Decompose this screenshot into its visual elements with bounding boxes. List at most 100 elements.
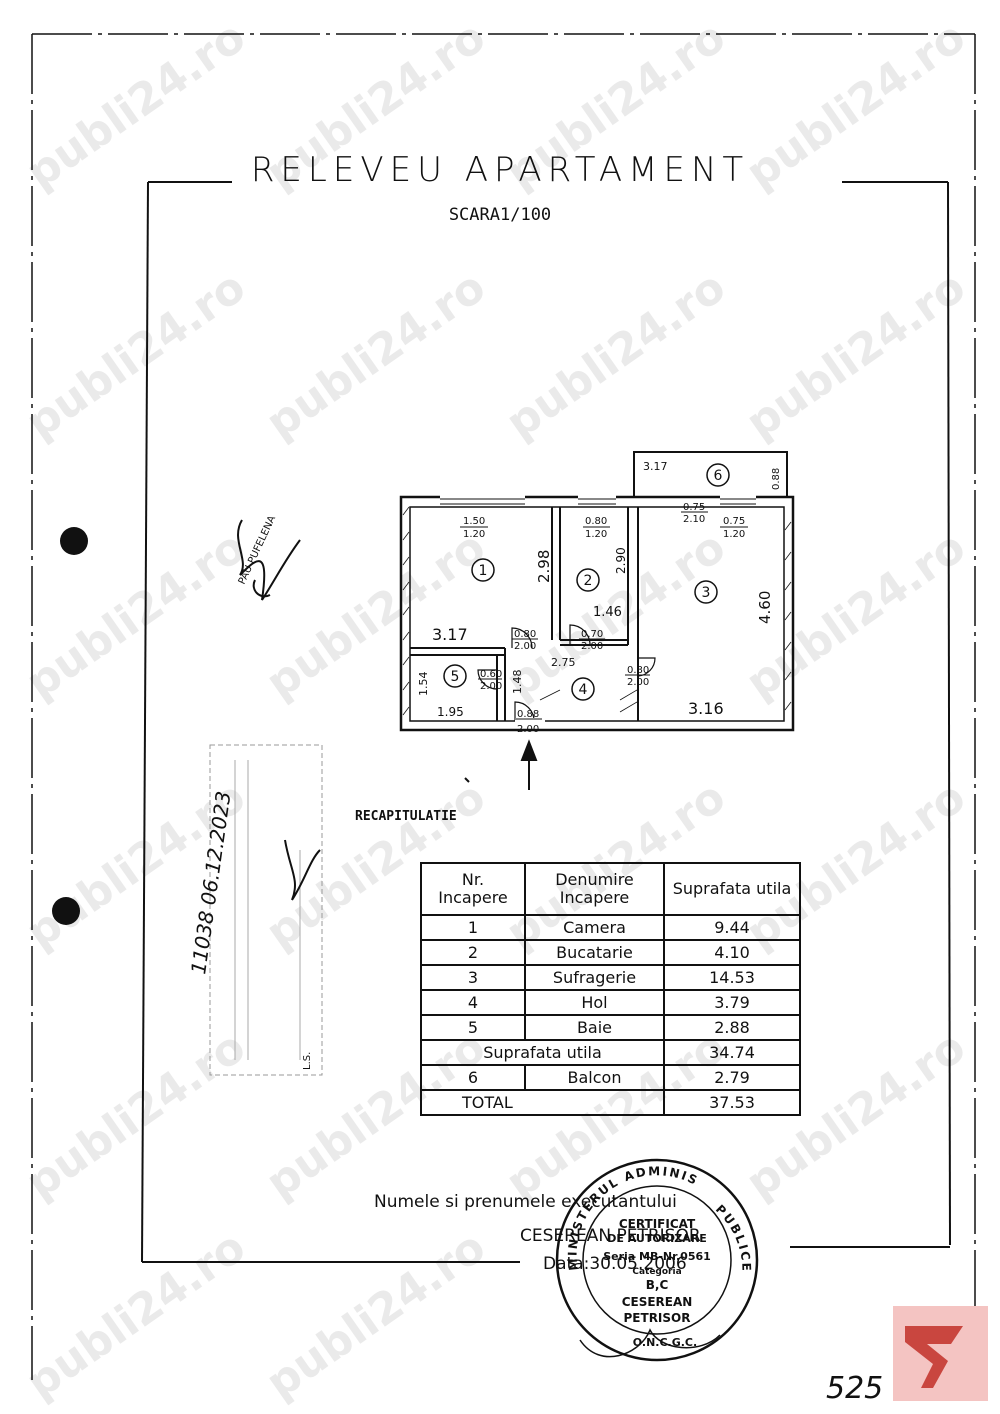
subtotal-value: 34.74 [663, 1039, 801, 1066]
dim-label: 2.00 [627, 677, 649, 688]
dim-label: 0.70 [581, 629, 603, 640]
table-row: 2 Bucatarie 4.10 [420, 939, 801, 966]
dim-label: 1.20 [463, 529, 485, 540]
cell-nr: 2 [420, 939, 526, 966]
cell-name: Sufragerie [524, 964, 665, 991]
dim-label: 2.00 [480, 681, 502, 692]
dim-label: 0.75 [683, 502, 705, 513]
executor-date: Data:30.05.2006 [543, 1254, 687, 1274]
floor-plan [399, 451, 795, 790]
publi24-logo [893, 1306, 988, 1401]
dim-label: 1.46 [593, 605, 622, 620]
dim-label: 3.17 [643, 460, 668, 473]
svg-text:PUBLICE: PUBLICE [713, 1202, 754, 1273]
outer-border [31, 33, 976, 1380]
dim-label: 1.50 [463, 516, 485, 527]
seal-ring-right: PUBLICE [713, 1202, 752, 1273]
cell-name: Bucatarie [524, 939, 665, 966]
dim-label: 0.88 [517, 709, 539, 720]
col-header-name: Denumire Incapere [524, 862, 665, 916]
table-header-row: Nr. Incapere Denumire Incapere Suprafata… [420, 862, 801, 916]
dim-label: 1.20 [723, 529, 745, 540]
dim-label: 1.54 [417, 672, 430, 697]
cell-area: 2.88 [663, 1014, 801, 1041]
cell-nr: 1 [420, 914, 526, 941]
dim-label: 0.80 [627, 665, 649, 676]
dim-label: 0.75 [723, 516, 745, 527]
seal-line: CESEREAN [622, 1295, 693, 1309]
page-title: RELEVEU APARTAMENT [250, 150, 750, 190]
cell-area: 4.10 [663, 939, 801, 966]
room-number: 3 [702, 585, 711, 601]
dim-label: 3.16 [688, 699, 724, 718]
cell-name: Baie [524, 1014, 665, 1041]
cell-area: 14.53 [663, 964, 801, 991]
seal-line: Seria MB-Nr.0561 [603, 1250, 711, 1263]
dim-label: 3.17 [432, 625, 468, 644]
total-label: TOTAL [420, 1089, 665, 1116]
dim-label: 2.98 [535, 550, 553, 583]
table-row: 5 Baie 2.88 [420, 1014, 801, 1041]
watermark: publi24.ro [17, 1021, 255, 1209]
dim-label: 0.60 [480, 669, 502, 680]
cell-area: 2.79 [663, 1064, 801, 1091]
room-numbers: 1 2 3 4 5 6 [451, 468, 723, 698]
table-row: 1 Camera 9.44 [420, 914, 801, 941]
subtotal-row: Suprafata utila 34.74 [420, 1039, 801, 1066]
cell-area: 3.79 [663, 989, 801, 1016]
seal-line: PETRISOR [624, 1311, 691, 1325]
watermark: publi24.ro [257, 1221, 495, 1409]
scale-label: SCARA1/100 [448, 205, 552, 225]
page-corner-number: 525 [826, 1371, 883, 1406]
recap-title: RECAPITULATIE [355, 809, 457, 824]
side-stamp-ls: L.S. [302, 1052, 313, 1070]
dim-label: 2.75 [551, 656, 576, 669]
col-header-area: Suprafata utila [663, 862, 801, 916]
cell-nr: 6 [420, 1064, 526, 1091]
watermark: publi24.ro [497, 261, 735, 449]
cell-nr: 4 [420, 989, 526, 1016]
dim-label: 2.10 [683, 514, 705, 525]
cell-nr: 3 [420, 964, 526, 991]
dim-label: 2.00 [581, 641, 603, 652]
seal-line: DE AUTORIZARE [607, 1232, 706, 1245]
watermark: publi24.ro [17, 261, 255, 449]
cell-name: Hol [524, 989, 665, 1016]
watermark: publi24.ro [257, 261, 495, 449]
seal-line: CERTIFICAT [619, 1217, 696, 1231]
room-number: 6 [714, 468, 723, 484]
total-row: TOTAL 37.53 [420, 1089, 801, 1116]
dim-label: 0.80 [585, 516, 607, 527]
room-number: 4 [579, 682, 588, 698]
table-row: 6 Balcon 2.79 [420, 1064, 801, 1091]
room-number: 5 [451, 669, 460, 685]
signature [237, 519, 301, 601]
table-row: 4 Hol 3.79 [420, 989, 801, 1016]
area-summary-table: Nr. Incapere Denumire Incapere Suprafata… [420, 862, 801, 1116]
dim-label: 1.48 [511, 670, 524, 695]
cell-area: 9.44 [663, 914, 801, 941]
cell-name: Camera [524, 914, 665, 941]
col-header-nr: Nr. Incapere [420, 862, 526, 916]
total-value: 37.53 [663, 1089, 801, 1116]
watermark: publi24.ro [17, 521, 255, 709]
cell-nr: 5 [420, 1014, 526, 1041]
binder-hole [60, 527, 88, 555]
executor-name: CESEREAN PETRISOR [520, 1226, 701, 1246]
dim-label: 0.88 [771, 468, 782, 490]
logo-mark-icon [905, 1326, 963, 1388]
watermark: publi24.ro [17, 1221, 255, 1409]
dim-label: 2.00 [517, 724, 539, 735]
seal-line: B,C [646, 1278, 669, 1292]
room-number: 1 [479, 563, 488, 579]
dim-label: 2.90 [614, 547, 628, 574]
cell-name: Balcon [524, 1064, 665, 1091]
dim-label: 1.20 [585, 529, 607, 540]
executor-label: Numele si prenumele executantului [374, 1192, 677, 1212]
dim-label: 0.80 [514, 629, 536, 640]
seal-line: O.N.C.G.C. [633, 1336, 697, 1349]
dimension-labels: 1.50 1.20 2.98 3.17 0.80 1.20 2.90 1.46 … [417, 460, 782, 735]
dim-label: 4.60 [756, 591, 774, 624]
binder-hole [52, 897, 80, 925]
